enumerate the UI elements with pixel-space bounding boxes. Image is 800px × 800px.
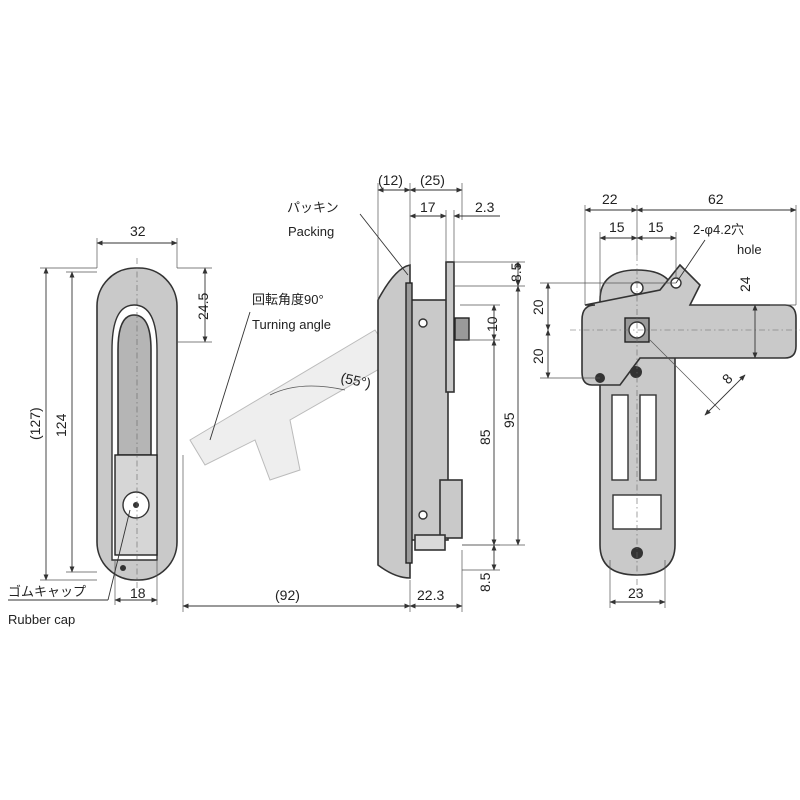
dim-15b: 15 bbox=[648, 219, 664, 235]
dim-20b: 20 bbox=[530, 348, 546, 364]
label-hole-en: hole bbox=[737, 242, 762, 257]
label-hole-jp: 2-φ4.2穴 bbox=[693, 222, 744, 237]
dim-width: 32 bbox=[130, 223, 146, 239]
dim-8-5-bottom: 8.5 bbox=[477, 572, 493, 592]
dim-25: (25) bbox=[420, 172, 445, 188]
side-flange bbox=[377, 264, 411, 579]
label-rubber-cap-jp: ゴムキャップ bbox=[8, 584, 86, 599]
side-foot bbox=[414, 534, 446, 551]
screw-dot bbox=[120, 565, 126, 571]
cam-plate bbox=[445, 261, 455, 393]
handle-lever bbox=[117, 314, 152, 456]
label-rubber-cap-en: Rubber cap bbox=[8, 612, 75, 627]
dim-8: 8 bbox=[719, 370, 736, 387]
dim-24: 24 bbox=[737, 276, 753, 292]
dim-23: 23 bbox=[628, 585, 644, 601]
dim-overall-height: (127) bbox=[27, 407, 43, 440]
label-angle-en: Turning angle bbox=[252, 317, 331, 332]
packing-strip bbox=[405, 282, 413, 564]
angle-arc bbox=[269, 385, 346, 396]
dim-62: 62 bbox=[708, 191, 724, 207]
dim-10: 10 bbox=[484, 316, 500, 332]
dim-2-3: 2.3 bbox=[475, 199, 495, 215]
dim-12: (12) bbox=[378, 172, 403, 188]
dim-95: 95 bbox=[501, 412, 517, 428]
dim-55-deg: (55°) bbox=[339, 369, 372, 391]
dim-15a: 15 bbox=[609, 219, 625, 235]
rear-slot-right bbox=[639, 394, 657, 481]
label-packing-jp: パッキン bbox=[287, 200, 339, 215]
dim-top-offset: 24.5 bbox=[195, 293, 211, 320]
keyhole-dot bbox=[133, 502, 139, 508]
rear-cam-lever bbox=[581, 263, 797, 386]
dim-bottom-width: 18 bbox=[130, 585, 146, 601]
dim-20a: 20 bbox=[530, 299, 546, 315]
dim-17: 17 bbox=[420, 199, 436, 215]
rear-slot-left bbox=[611, 394, 629, 481]
rear-mid-pin bbox=[630, 366, 642, 378]
side-hole-bottom bbox=[418, 510, 428, 520]
front-view: 32 24.5 (127) 124 18 ゴムキャップ Rubber cap bbox=[8, 223, 212, 627]
dim-inner-height: 124 bbox=[53, 413, 69, 437]
side-body-lower bbox=[439, 479, 463, 539]
label-packing-en: Packing bbox=[288, 224, 334, 239]
rear-view: 22 62 15 15 2-φ4.2穴 hole 20 20 24 8 23 bbox=[530, 191, 800, 608]
dim-85: 85 bbox=[477, 429, 493, 445]
side-hole-top bbox=[418, 318, 428, 328]
cam-nut bbox=[454, 317, 470, 341]
dim-8-5-top: 8.5 bbox=[508, 262, 524, 282]
label-angle-jp: 回転角度90° bbox=[252, 292, 324, 307]
dim-22: 22 bbox=[602, 191, 618, 207]
dim-22-3: 22.3 bbox=[417, 587, 444, 603]
side-view: (12) (25) 17 2.3 パッキン Packing 回転角度90° Tu… bbox=[182, 172, 525, 612]
dim-92: (92) bbox=[275, 587, 300, 603]
